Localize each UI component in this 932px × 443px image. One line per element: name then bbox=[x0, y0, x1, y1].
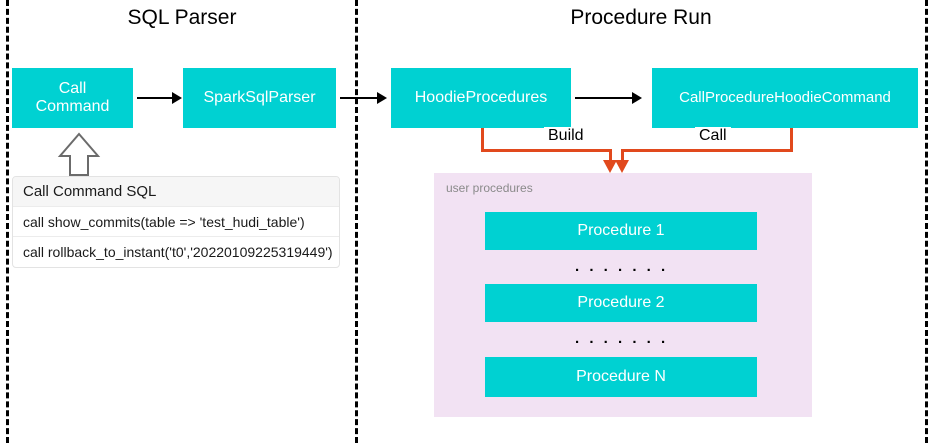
section-divider-left bbox=[6, 0, 9, 443]
edge-build-segment-down bbox=[481, 128, 484, 152]
edge-call-command-to-sparksqlparser-arrowhead bbox=[172, 92, 182, 104]
edge-label-build: Build bbox=[544, 127, 588, 145]
sql-table-header: Call Command SQL bbox=[13, 177, 339, 207]
section-title-procedure-run: Procedure Run bbox=[570, 6, 712, 29]
edge-call-segment-horizontal bbox=[621, 149, 793, 152]
node-call-command-line2: Command bbox=[35, 98, 110, 115]
section-divider-right bbox=[925, 0, 928, 443]
call-command-sql-table: Call Command SQL call show_commits(table… bbox=[12, 176, 340, 268]
section-title-sql-parser: SQL Parser bbox=[127, 6, 237, 29]
node-call-command-line1: Call bbox=[58, 79, 87, 97]
procedure-bar-n[interactable]: Procedure N bbox=[485, 357, 757, 397]
user-procedures-label: user procedures bbox=[446, 181, 533, 195]
node-call-command[interactable]: Call Command bbox=[12, 68, 133, 128]
block-arrow-up-icon bbox=[56, 131, 102, 182]
edge-call-segment-down bbox=[790, 128, 793, 152]
edge-hoodieprocedures-to-callprocedure-line bbox=[575, 97, 633, 99]
edge-hoodieprocedures-to-callprocedure-arrowhead bbox=[632, 92, 642, 104]
procedures-separator-dots: . . . . . . . bbox=[575, 258, 669, 275]
edge-build-segment-horizontal bbox=[481, 149, 612, 152]
edge-call-command-to-sparksqlparser-line bbox=[137, 97, 173, 99]
edge-label-call: Call bbox=[695, 127, 731, 145]
sql-table-row[interactable]: call show_commits(table => 'test_hudi_ta… bbox=[13, 207, 339, 237]
edge-build-arrowhead bbox=[603, 160, 617, 173]
procedure-bar-1[interactable]: Procedure 1 bbox=[485, 212, 757, 250]
edge-call-segment-drop bbox=[621, 149, 624, 164]
node-spark-sql-parser[interactable]: SparkSqlParser bbox=[183, 68, 336, 128]
edge-sparksqlparser-to-hoodieprocedures-line bbox=[340, 97, 378, 99]
sql-table-row[interactable]: call rollback_to_instant('t0','202201092… bbox=[23, 244, 333, 260]
edge-build-segment-drop bbox=[609, 149, 612, 164]
procedures-separator-dots: . . . . . . . bbox=[575, 330, 669, 347]
section-divider-middle bbox=[355, 0, 358, 443]
procedure-bar-2[interactable]: Procedure 2 bbox=[485, 284, 757, 322]
edge-call-arrowhead bbox=[615, 160, 629, 173]
node-call-procedure-hoodie-command[interactable]: CallProcedureHoodieCommand bbox=[652, 68, 918, 128]
edge-sparksqlparser-to-hoodieprocedures-arrowhead bbox=[377, 92, 387, 104]
node-hoodie-procedures[interactable]: HoodieProcedures bbox=[391, 68, 571, 128]
